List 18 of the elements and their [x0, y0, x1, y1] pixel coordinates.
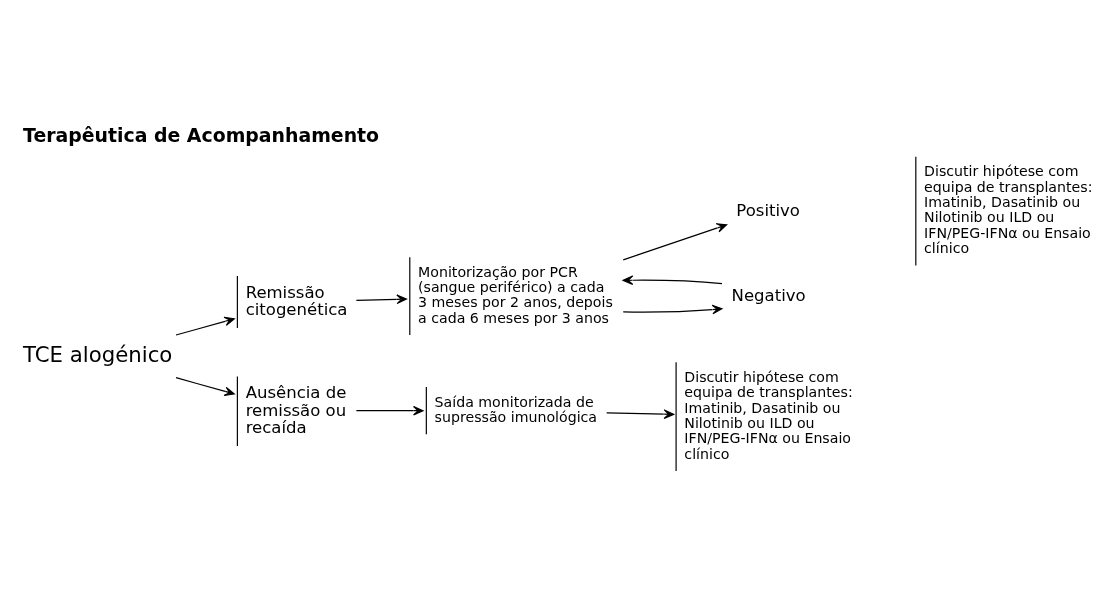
node-text: Monitorização por PCR (sangue periférico) a cada 3 meses por 2 anos, depois a cada 6 meses por 3 anos	[418, 263, 613, 326]
arrow	[175, 377, 235, 397]
node-text: Negativo	[731, 286, 806, 306]
node-text: Discutir hipótese com equipa de transplantes: Imatinib, Dasatinib ou Nilotinib ou ILD ou IFN/PEG-IFNα ou Ensaio clínico	[684, 368, 853, 462]
node-text: Saída monitorizada de supressão imunológica	[434, 393, 598, 426]
arrow	[622, 304, 723, 315]
arrow	[622, 223, 728, 261]
node-text: Discutir hipótese com equipa de transplantes: Imatinib, Dasatinib ou Nilotinib ou ILD ou IFN/PEG-IFNα ou Ensaio clínico	[924, 163, 1093, 257]
node-text: TCE alogénico	[23, 341, 173, 367]
arrow	[355, 294, 407, 305]
arrow	[355, 405, 424, 416]
arrow	[606, 409, 675, 419]
node-text: Ausência de remissão ou recaída	[245, 382, 347, 438]
arrow	[622, 275, 723, 286]
node-text: Remissão citogenética	[245, 282, 348, 320]
arrow	[175, 316, 235, 336]
node-text: Positivo	[736, 201, 800, 221]
diagram-title: Terapêutica de Acompanhamento	[23, 124, 380, 147]
